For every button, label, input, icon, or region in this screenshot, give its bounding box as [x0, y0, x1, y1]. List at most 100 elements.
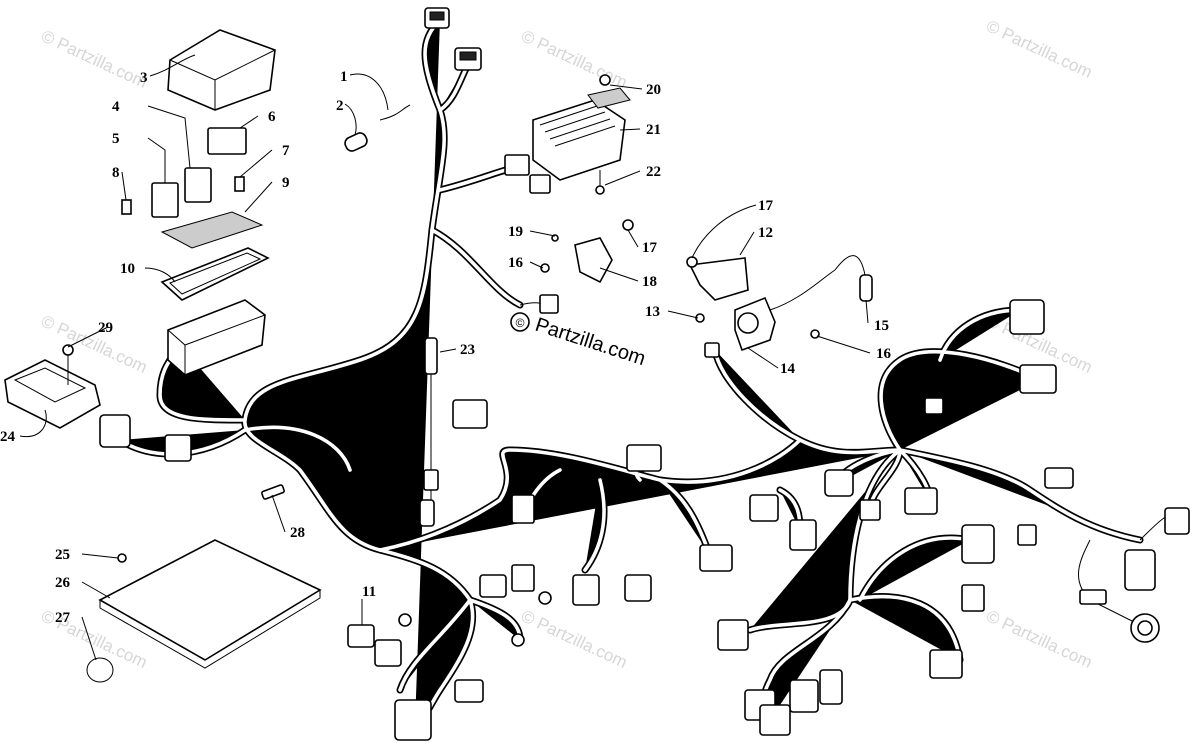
part-16-screw-b [810, 329, 820, 339]
part-5-relay [151, 182, 179, 218]
callout-27: 27 [55, 610, 71, 626]
callout-8: 8 [112, 165, 120, 181]
part-19-washer [551, 234, 559, 242]
brand-mark: © Partzilla.com [510, 312, 648, 370]
connector-right-3 [824, 469, 854, 497]
connector-right-2 [789, 519, 817, 551]
connector-far-right-3 [924, 397, 944, 415]
connector-right-4 [859, 499, 881, 521]
connector-mid-5 [511, 564, 535, 592]
callout-15: 15 [874, 318, 889, 334]
part-7-fuse [234, 176, 245, 192]
connector-regulator-2 [529, 174, 551, 194]
connector-right-6 [961, 524, 995, 564]
ring-terminal-3 [398, 613, 412, 627]
callout-6: 6 [268, 109, 276, 125]
connector-far-right-6 [1124, 549, 1156, 591]
part-29-screw [62, 344, 74, 385]
callout-7: 7 [282, 143, 290, 159]
watermark-top-left: © Partzilla.com [38, 26, 150, 92]
callout-28: 28 [290, 525, 305, 541]
part-27-strap [86, 657, 114, 683]
connector-far-right-4 [1044, 467, 1074, 489]
connector-left-1 [164, 434, 192, 462]
leader-lines [19, 54, 871, 661]
callout-25: 25 [55, 547, 70, 563]
part-23-o2-sensor [423, 337, 439, 500]
part-4-relay [184, 167, 212, 203]
callout-16b: 16 [876, 346, 892, 362]
connector-bottom-1 [717, 619, 749, 651]
callout-12: 12 [758, 225, 773, 241]
part-22-screw [595, 170, 605, 195]
connector-bottom-center-2 [454, 679, 484, 703]
callout-26: 26 [55, 575, 71, 591]
watermark-top-right: © Partzilla.com [983, 16, 1095, 82]
callout-23: 23 [460, 342, 475, 358]
part-18-bracket [574, 237, 613, 284]
callout-10: 10 [120, 261, 135, 277]
part-26-tray [98, 539, 322, 669]
callout-3: 3 [140, 70, 148, 86]
callout-labels: 1 2 3 4 5 6 7 8 9 10 11 12 13 14 15 16 1… [0, 69, 892, 626]
connector-o2-sensor [452, 399, 488, 429]
part-21-voltage-regulator [532, 99, 626, 181]
part-15-plug-cap [859, 274, 873, 302]
connector-bottom-4 [789, 679, 819, 713]
part-20-nut [599, 74, 611, 86]
connector-bottom-center [394, 699, 432, 741]
connectors [99, 7, 1190, 741]
connector-lower-3 [699, 544, 733, 572]
part-28-clip [261, 484, 285, 500]
brand-text: Partzilla.com [532, 314, 648, 370]
part-3-fuse-box-cover [167, 29, 276, 111]
callout-21: 21 [646, 122, 661, 138]
connector-right-5 [904, 487, 938, 515]
callout-17a: 17 [642, 240, 658, 256]
callout-11: 11 [362, 584, 376, 600]
ring-terminal-2 [511, 633, 525, 647]
part-20-bracket [587, 87, 631, 109]
connector-mid [511, 494, 535, 524]
callout-18: 18 [642, 274, 657, 290]
connector-bottom-2 [929, 649, 963, 679]
connector-regulator [504, 154, 530, 176]
part-2-resistor [344, 132, 368, 152]
connector-mid-4 [479, 574, 507, 598]
part-11-connector [347, 624, 375, 648]
part-17-nut-b [686, 256, 698, 268]
connector-bottom-5 [819, 669, 843, 705]
callout-2: 2 [336, 98, 344, 114]
callout-17b: 17 [758, 198, 774, 214]
callout-22: 22 [646, 164, 661, 180]
callout-24: 24 [0, 429, 16, 445]
part-8-fuse [121, 199, 132, 215]
connector-fuse-holder [1079, 589, 1107, 605]
watermark-top-center: © Partzilla.com [518, 26, 630, 92]
part-14-ignition-coil [734, 296, 776, 352]
watermark-bottom-right: © Partzilla.com [983, 606, 1095, 672]
part-9-label [160, 211, 264, 249]
callout-9: 9 [282, 175, 290, 191]
part-6-relay [207, 127, 247, 155]
connector-bottom-center-3 [374, 639, 402, 667]
callout-29: 29 [98, 320, 113, 336]
connector-right-1 [749, 494, 779, 522]
connector-far-right-2 [1019, 364, 1057, 394]
connector-lower-2 [624, 574, 652, 602]
callout-16a: 16 [508, 255, 524, 271]
callout-19: 19 [508, 224, 523, 240]
callout-14: 14 [780, 361, 796, 377]
part-10-gasket [160, 247, 270, 301]
part-25-screw [117, 553, 127, 563]
connector-far-right-7 [1164, 507, 1190, 535]
callout-1: 1 [340, 69, 348, 85]
connector-center [539, 294, 559, 314]
part-17-nut [622, 219, 634, 231]
callout-20: 20 [646, 82, 661, 98]
watermark-bottom-center: © Partzilla.com [518, 606, 630, 672]
connector-bottom-6 [759, 704, 791, 736]
part-24-ecu [4, 359, 101, 429]
connector-right-7 [961, 584, 985, 612]
connector-far-right-5 [1017, 524, 1037, 546]
